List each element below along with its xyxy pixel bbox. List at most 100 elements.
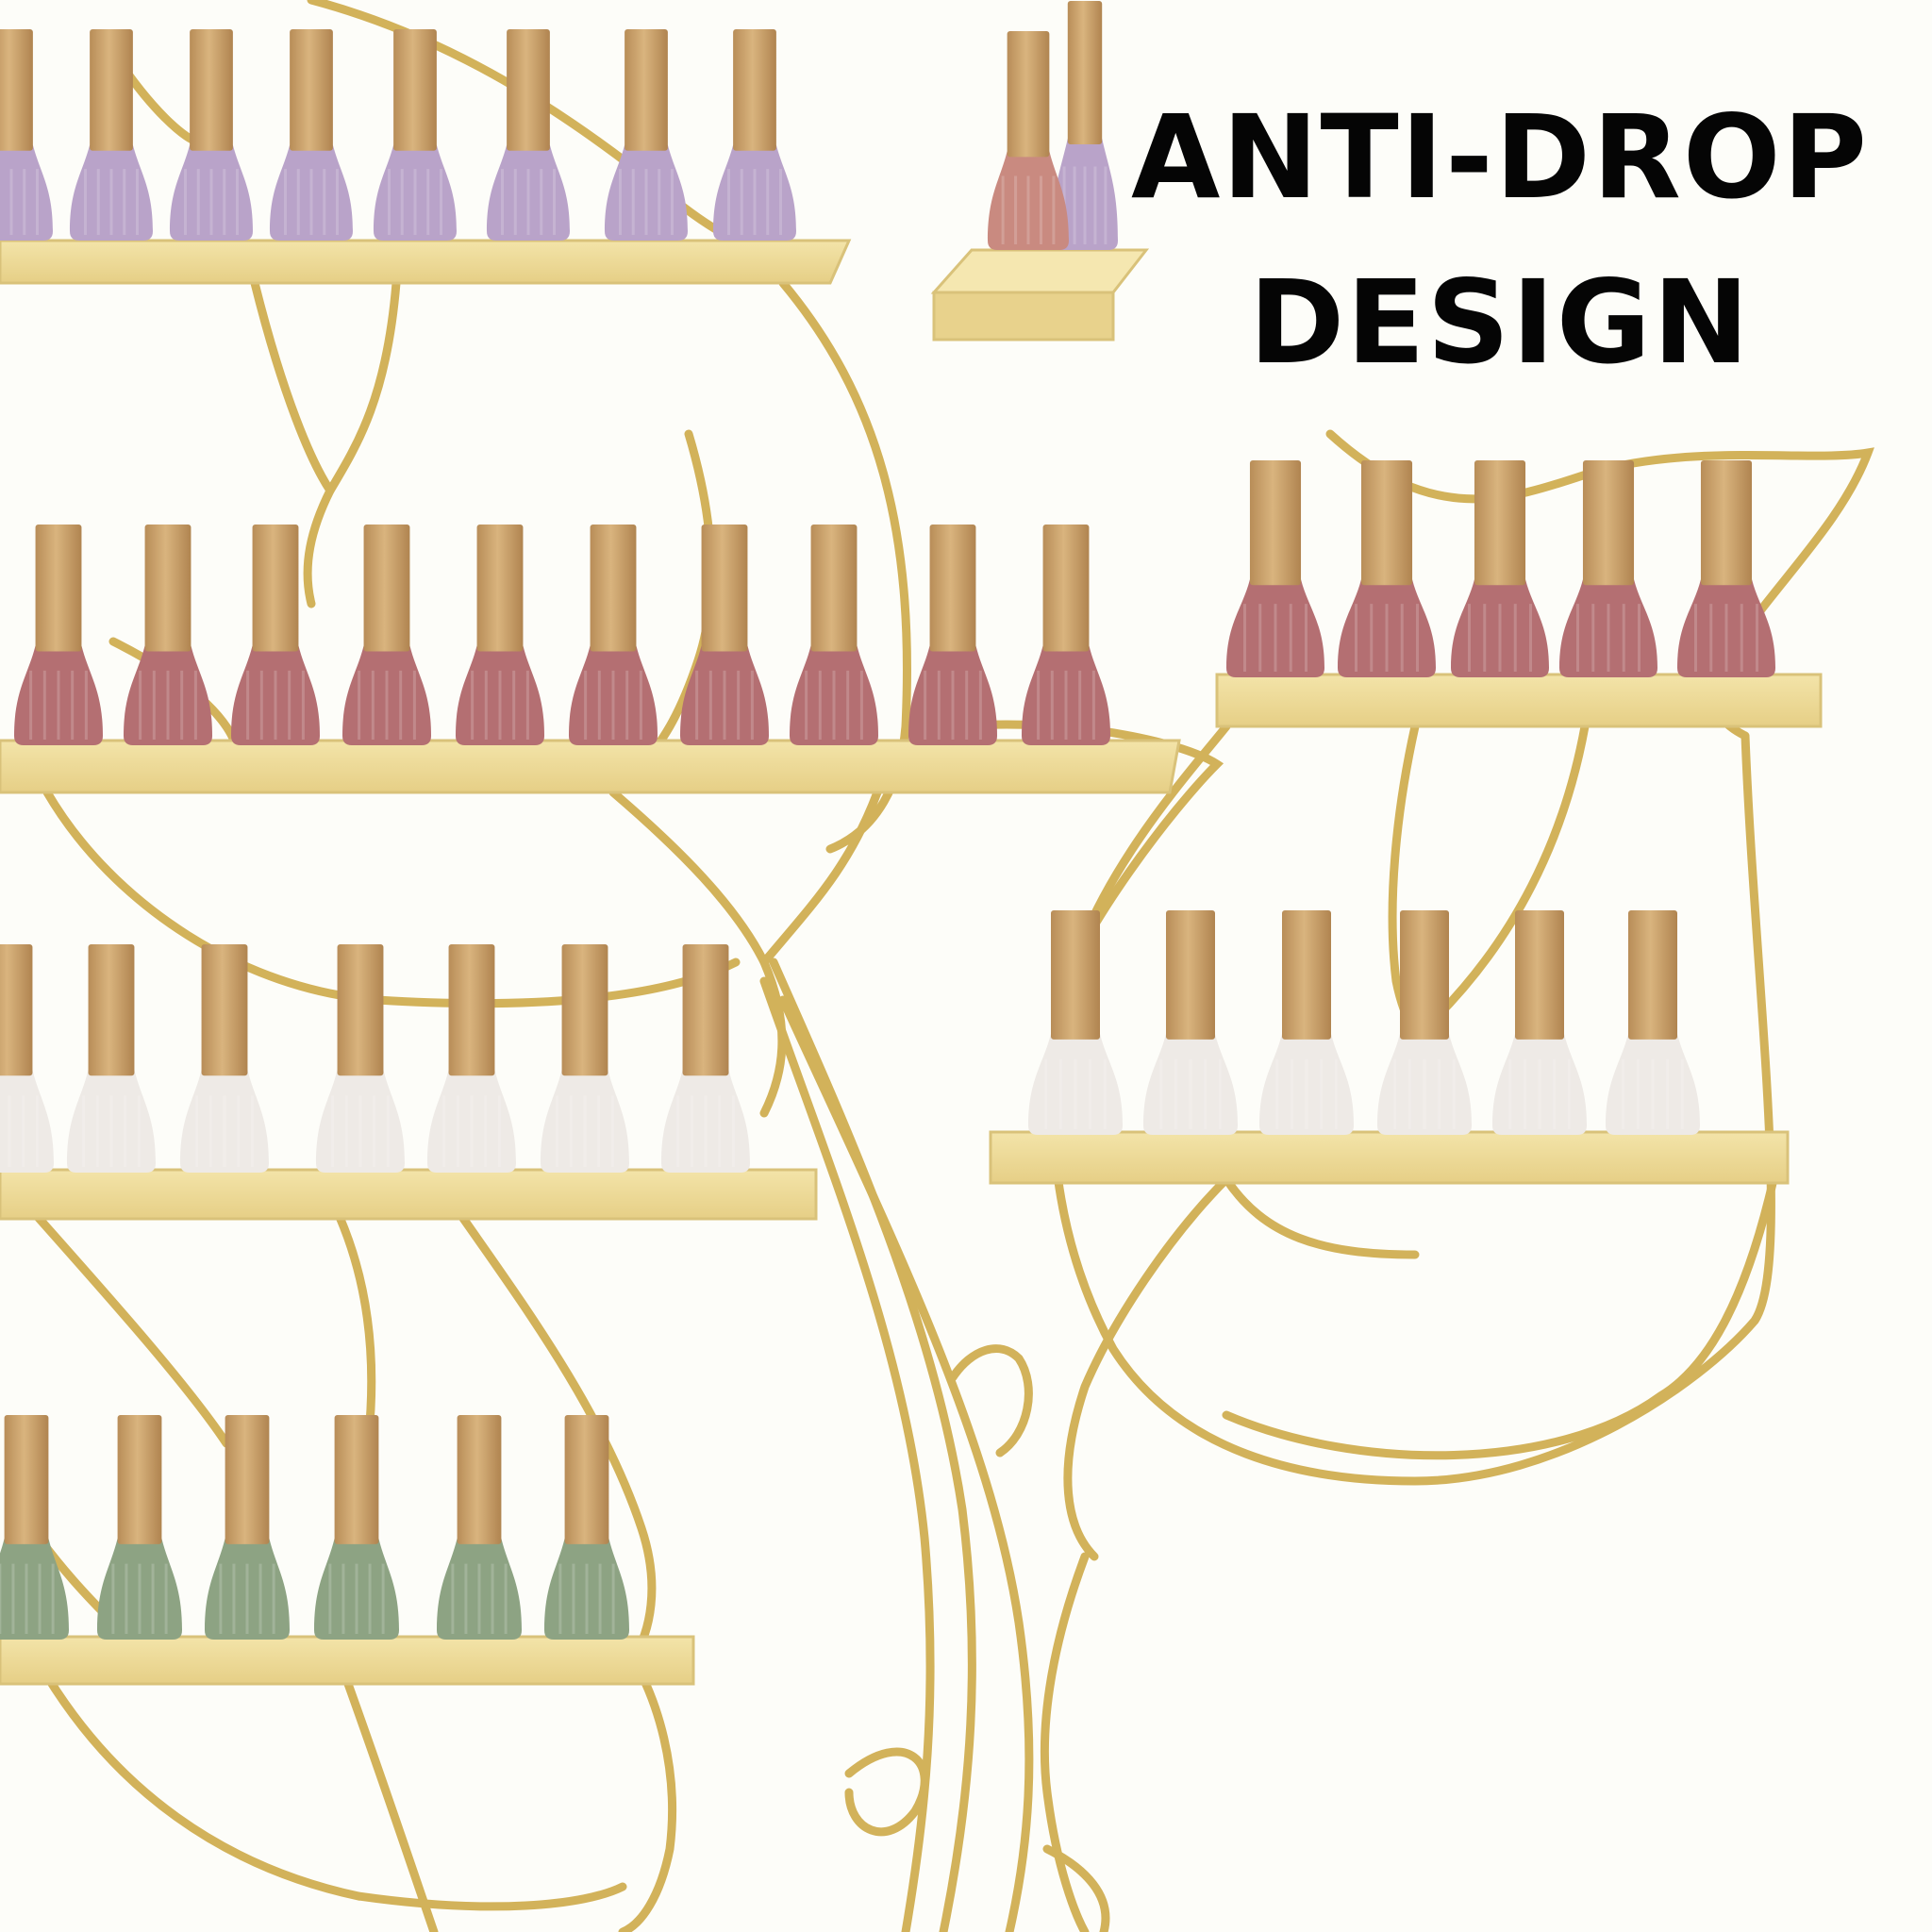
- polish-bottle: [374, 29, 457, 241]
- polish-bottle: [14, 525, 103, 745]
- polish-bottle-cap: [1166, 910, 1215, 1040]
- polish-bottle-cap: [682, 944, 729, 1076]
- polish-bottle-body: [605, 144, 688, 241]
- polish-bottle-cap: [1400, 910, 1449, 1040]
- polish-bottle-body: [1492, 1033, 1587, 1135]
- polish-bottle-cap: [810, 525, 858, 652]
- polish-bottle-body: [0, 1070, 54, 1173]
- polish-bottle-cap: [701, 525, 748, 652]
- headline-line-1: ANTI-DROP: [1130, 91, 1870, 225]
- polish-bottle: [0, 944, 54, 1173]
- polish-bottle-cap: [929, 525, 976, 652]
- polish-bottle-cap: [448, 944, 495, 1076]
- polish-bottle-cap: [590, 525, 637, 652]
- polish-bottle-cap: [1628, 910, 1677, 1040]
- polish-bottle-cap: [88, 944, 135, 1076]
- polish-bottle-cap: [144, 525, 192, 652]
- shelves: [0, 239, 1823, 1686]
- polish-bottle-body: [0, 144, 53, 241]
- polish-bottle-cap: [564, 1415, 609, 1544]
- polish-bottle: [314, 1415, 399, 1640]
- polish-bottle: [1559, 460, 1657, 677]
- polish-bottle-body: [1377, 1033, 1472, 1135]
- polish-bottle-cap: [625, 29, 668, 151]
- polish-bottle-body: [1052, 138, 1118, 250]
- polish-bottle-body: [1022, 645, 1110, 745]
- polish-bottle: [0, 1415, 69, 1640]
- polish-bottle-body: [124, 645, 212, 745]
- polish-bottle: [661, 944, 750, 1173]
- polish-bottle-cap: [1515, 910, 1564, 1040]
- polish-bottle: [1143, 910, 1238, 1135]
- polish-bottle-body: [427, 1070, 516, 1173]
- polish-bottle-cap: [0, 29, 33, 151]
- polish-bottle: [124, 525, 212, 745]
- polish-bottle-body: [270, 144, 353, 241]
- polish-bottle-cap: [363, 525, 410, 652]
- polish-bottle-cap: [1249, 460, 1302, 586]
- polish-bottle-cap: [337, 944, 384, 1076]
- polish-bottle-cap: [1007, 31, 1050, 158]
- polish-bottle-cap: [225, 1415, 270, 1544]
- small-floating-shelf-front: [932, 291, 1115, 341]
- polish-bottle-cap: [1582, 460, 1635, 586]
- polish-bottle-body: [1338, 579, 1436, 677]
- polish-bottle-cap: [561, 944, 608, 1076]
- polish-bottle-cap: [1067, 1, 1103, 144]
- polish-bottle-cap: [4, 1415, 49, 1544]
- polish-bottle-cap: [1282, 910, 1331, 1040]
- polish-bottle-cap: [1042, 525, 1090, 652]
- polish-bottle-body: [180, 1070, 269, 1173]
- polish-bottle-body: [1028, 1033, 1123, 1135]
- bottom-shelf: [0, 1635, 695, 1686]
- top-left-shelf: [0, 239, 852, 285]
- polish-bottle-body: [487, 144, 570, 241]
- polish-bottle: [0, 29, 53, 241]
- polish-bottle-body: [541, 1070, 629, 1173]
- polish-bottle: [1259, 910, 1354, 1135]
- polish-bottle-body: [314, 1538, 399, 1640]
- polish-bottle: [437, 1415, 522, 1640]
- polish-bottle-cap: [476, 525, 524, 652]
- polish-bottle-body: [1606, 1033, 1700, 1135]
- polish-bottle: [544, 1415, 629, 1640]
- polish-bottle: [908, 525, 997, 745]
- polish-bottle-cap: [334, 1415, 379, 1544]
- polish-bottle-cap: [0, 944, 33, 1076]
- polish-bottle: [487, 29, 570, 241]
- third-shelf: [0, 1168, 818, 1221]
- polish-bottle-body: [0, 1538, 69, 1640]
- second-shelf: [0, 739, 1181, 794]
- polish-bottle-body: [14, 645, 103, 745]
- polish-bottle-cap: [733, 29, 776, 151]
- polish-bottle-body: [790, 645, 878, 745]
- polish-bottle-cap: [1700, 460, 1753, 586]
- polish-bottle-body: [316, 1070, 405, 1173]
- polish-bottle-cap: [35, 525, 82, 652]
- right-upper-shelf: [1215, 673, 1823, 728]
- headline: ANTI-DROP DESIGN: [1075, 75, 1924, 406]
- polish-bottle: [205, 1415, 290, 1640]
- polish-bottle: [605, 29, 688, 241]
- polish-bottle: [713, 29, 796, 241]
- polish-bottle-body: [544, 1538, 629, 1640]
- polish-bottle-body: [713, 144, 796, 241]
- polish-bottle-body: [67, 1070, 156, 1173]
- polish-bottle: [1377, 910, 1472, 1135]
- polish-bottle: [231, 525, 320, 745]
- polish-bottle: [456, 525, 544, 745]
- polish-bottle: [988, 31, 1069, 250]
- polish-bottle-body: [1226, 579, 1324, 677]
- polish-bottle: [342, 525, 431, 745]
- polish-bottle-body: [661, 1070, 750, 1173]
- polish-bottle-cap: [1051, 910, 1100, 1040]
- polish-bottle: [1028, 910, 1123, 1135]
- polish-bottle-cap: [190, 29, 233, 151]
- polish-bottle: [1606, 910, 1700, 1135]
- polish-bottle-body: [1451, 579, 1549, 677]
- polish-bottle: [680, 525, 769, 745]
- polish-bottle-body: [205, 1538, 290, 1640]
- polish-bottle-body: [231, 645, 320, 745]
- polish-bottle-cap: [201, 944, 248, 1076]
